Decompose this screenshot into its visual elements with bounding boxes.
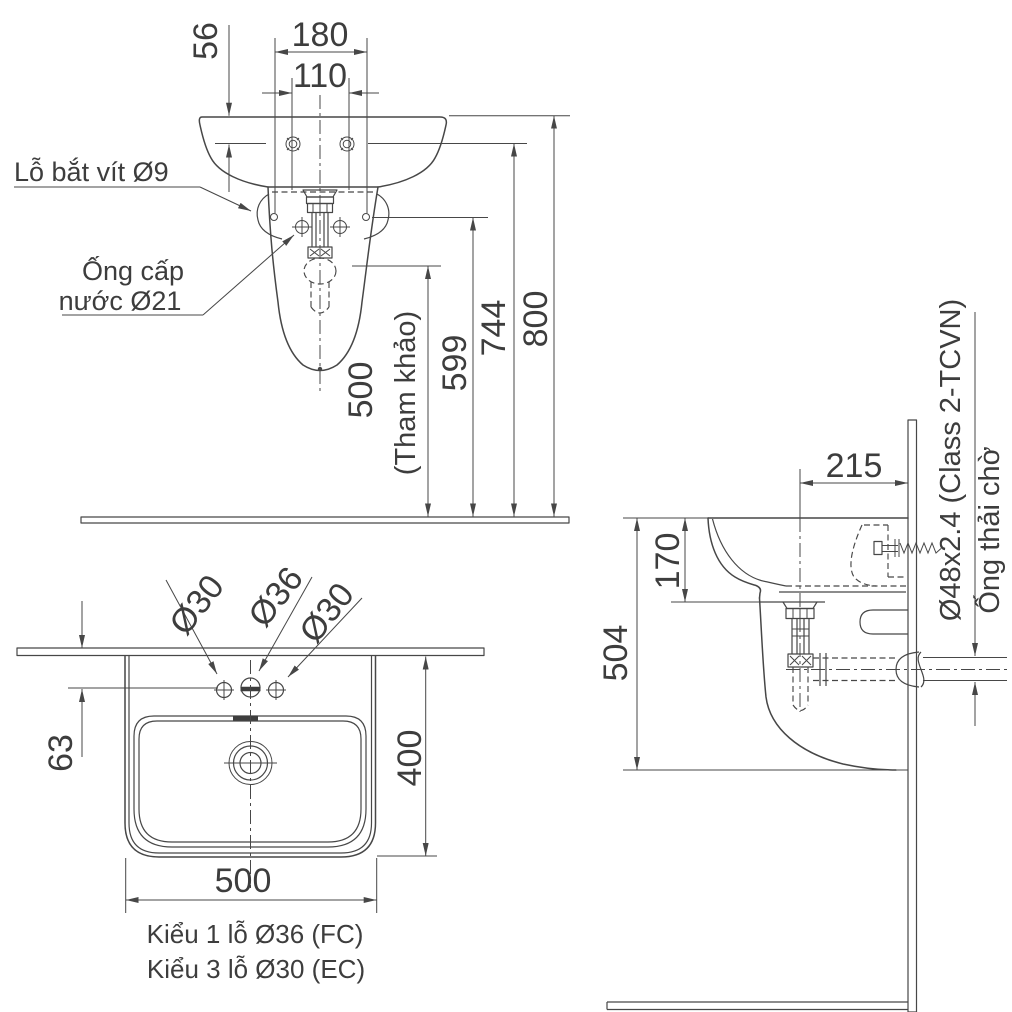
floor-line-side [606, 1001, 908, 1011]
bowl-inner-side [711, 518, 787, 587]
plan-dimensions [68, 576, 437, 913]
dim-500-label: 500 [342, 362, 380, 419]
dim-400-label: 400 [391, 730, 429, 787]
supply-pipe-holes [292, 217, 350, 237]
dim-500-note-label: (Tham khảo) [390, 311, 422, 475]
front-view: 56 180 110 500 (Tham khảo) 599 744 800 L… [14, 16, 570, 524]
dim-504-label: 504 [597, 625, 635, 682]
rear-boss-hidden [850, 524, 906, 587]
screw-hole-label: Lỗ bắt vít Ø9 [14, 156, 169, 187]
floor-line-front [80, 516, 570, 524]
dim-110-label: 110 [293, 57, 347, 95]
caption-line1: Kiểu 1 lỗ Ø36 (FC) [147, 919, 364, 949]
anchor-bolt [873, 539, 942, 557]
drain-trap-side [782, 601, 897, 712]
pedestal-bottom-point [317, 366, 323, 372]
front-dimensions [14, 25, 570, 517]
soap-dish-recess [859, 609, 908, 635]
supply-pipe-leader [62, 234, 295, 316]
mounting-screws [285, 136, 355, 152]
wall-section [907, 419, 918, 1012]
side-dimensions [634, 312, 978, 770]
dim-500-plan-label: 500 [215, 862, 272, 900]
supply-pipe-label-line2: nước Ø21 [59, 286, 182, 316]
bowl-rim-inner [138, 720, 362, 843]
pedestal-profile-side [758, 597, 897, 771]
hole-left-label: Ø30 [162, 568, 232, 642]
dim-63-label: 63 [42, 734, 80, 772]
screw-hole-leader [14, 186, 252, 212]
basin-profile-side [707, 517, 762, 599]
dim-744-label: 744 [475, 300, 513, 357]
basin-outline [198, 116, 448, 188]
basin-plan-outer [124, 655, 377, 858]
wing-screw-holes [256, 193, 390, 240]
dim-215-label: 215 [826, 447, 883, 485]
bowl-rim-outer [133, 715, 367, 848]
waste-pipe-spec-label: Ø48x2.4 (Class 2-TCVN) [935, 299, 967, 621]
supply-pipe-label-line1: Ống cấp [82, 254, 184, 286]
waste-pipe [786, 651, 1007, 688]
wall-line-plan [16, 647, 485, 657]
side-view: 215 170 504 Ø48x2.4 (Class 2-TCVN) Ống t… [597, 299, 1007, 1012]
dim-170-label: 170 [649, 533, 687, 590]
pedestal-shroud [267, 186, 379, 372]
caption-line2: Kiểu 3 lỗ Ø30 (EC) [147, 954, 365, 984]
dim-599-label: 599 [436, 335, 474, 392]
dim-56-label: 56 [187, 22, 225, 60]
dim-180-label: 180 [292, 16, 349, 54]
waste-pipe-label: Ống thải chờ [972, 446, 1006, 613]
plan-view: 63 400 500 Ø30 Ø36 Ø30 Kiểu 1 lỗ Ø36 (FC… [16, 560, 485, 984]
dim-800-label: 800 [517, 291, 555, 348]
